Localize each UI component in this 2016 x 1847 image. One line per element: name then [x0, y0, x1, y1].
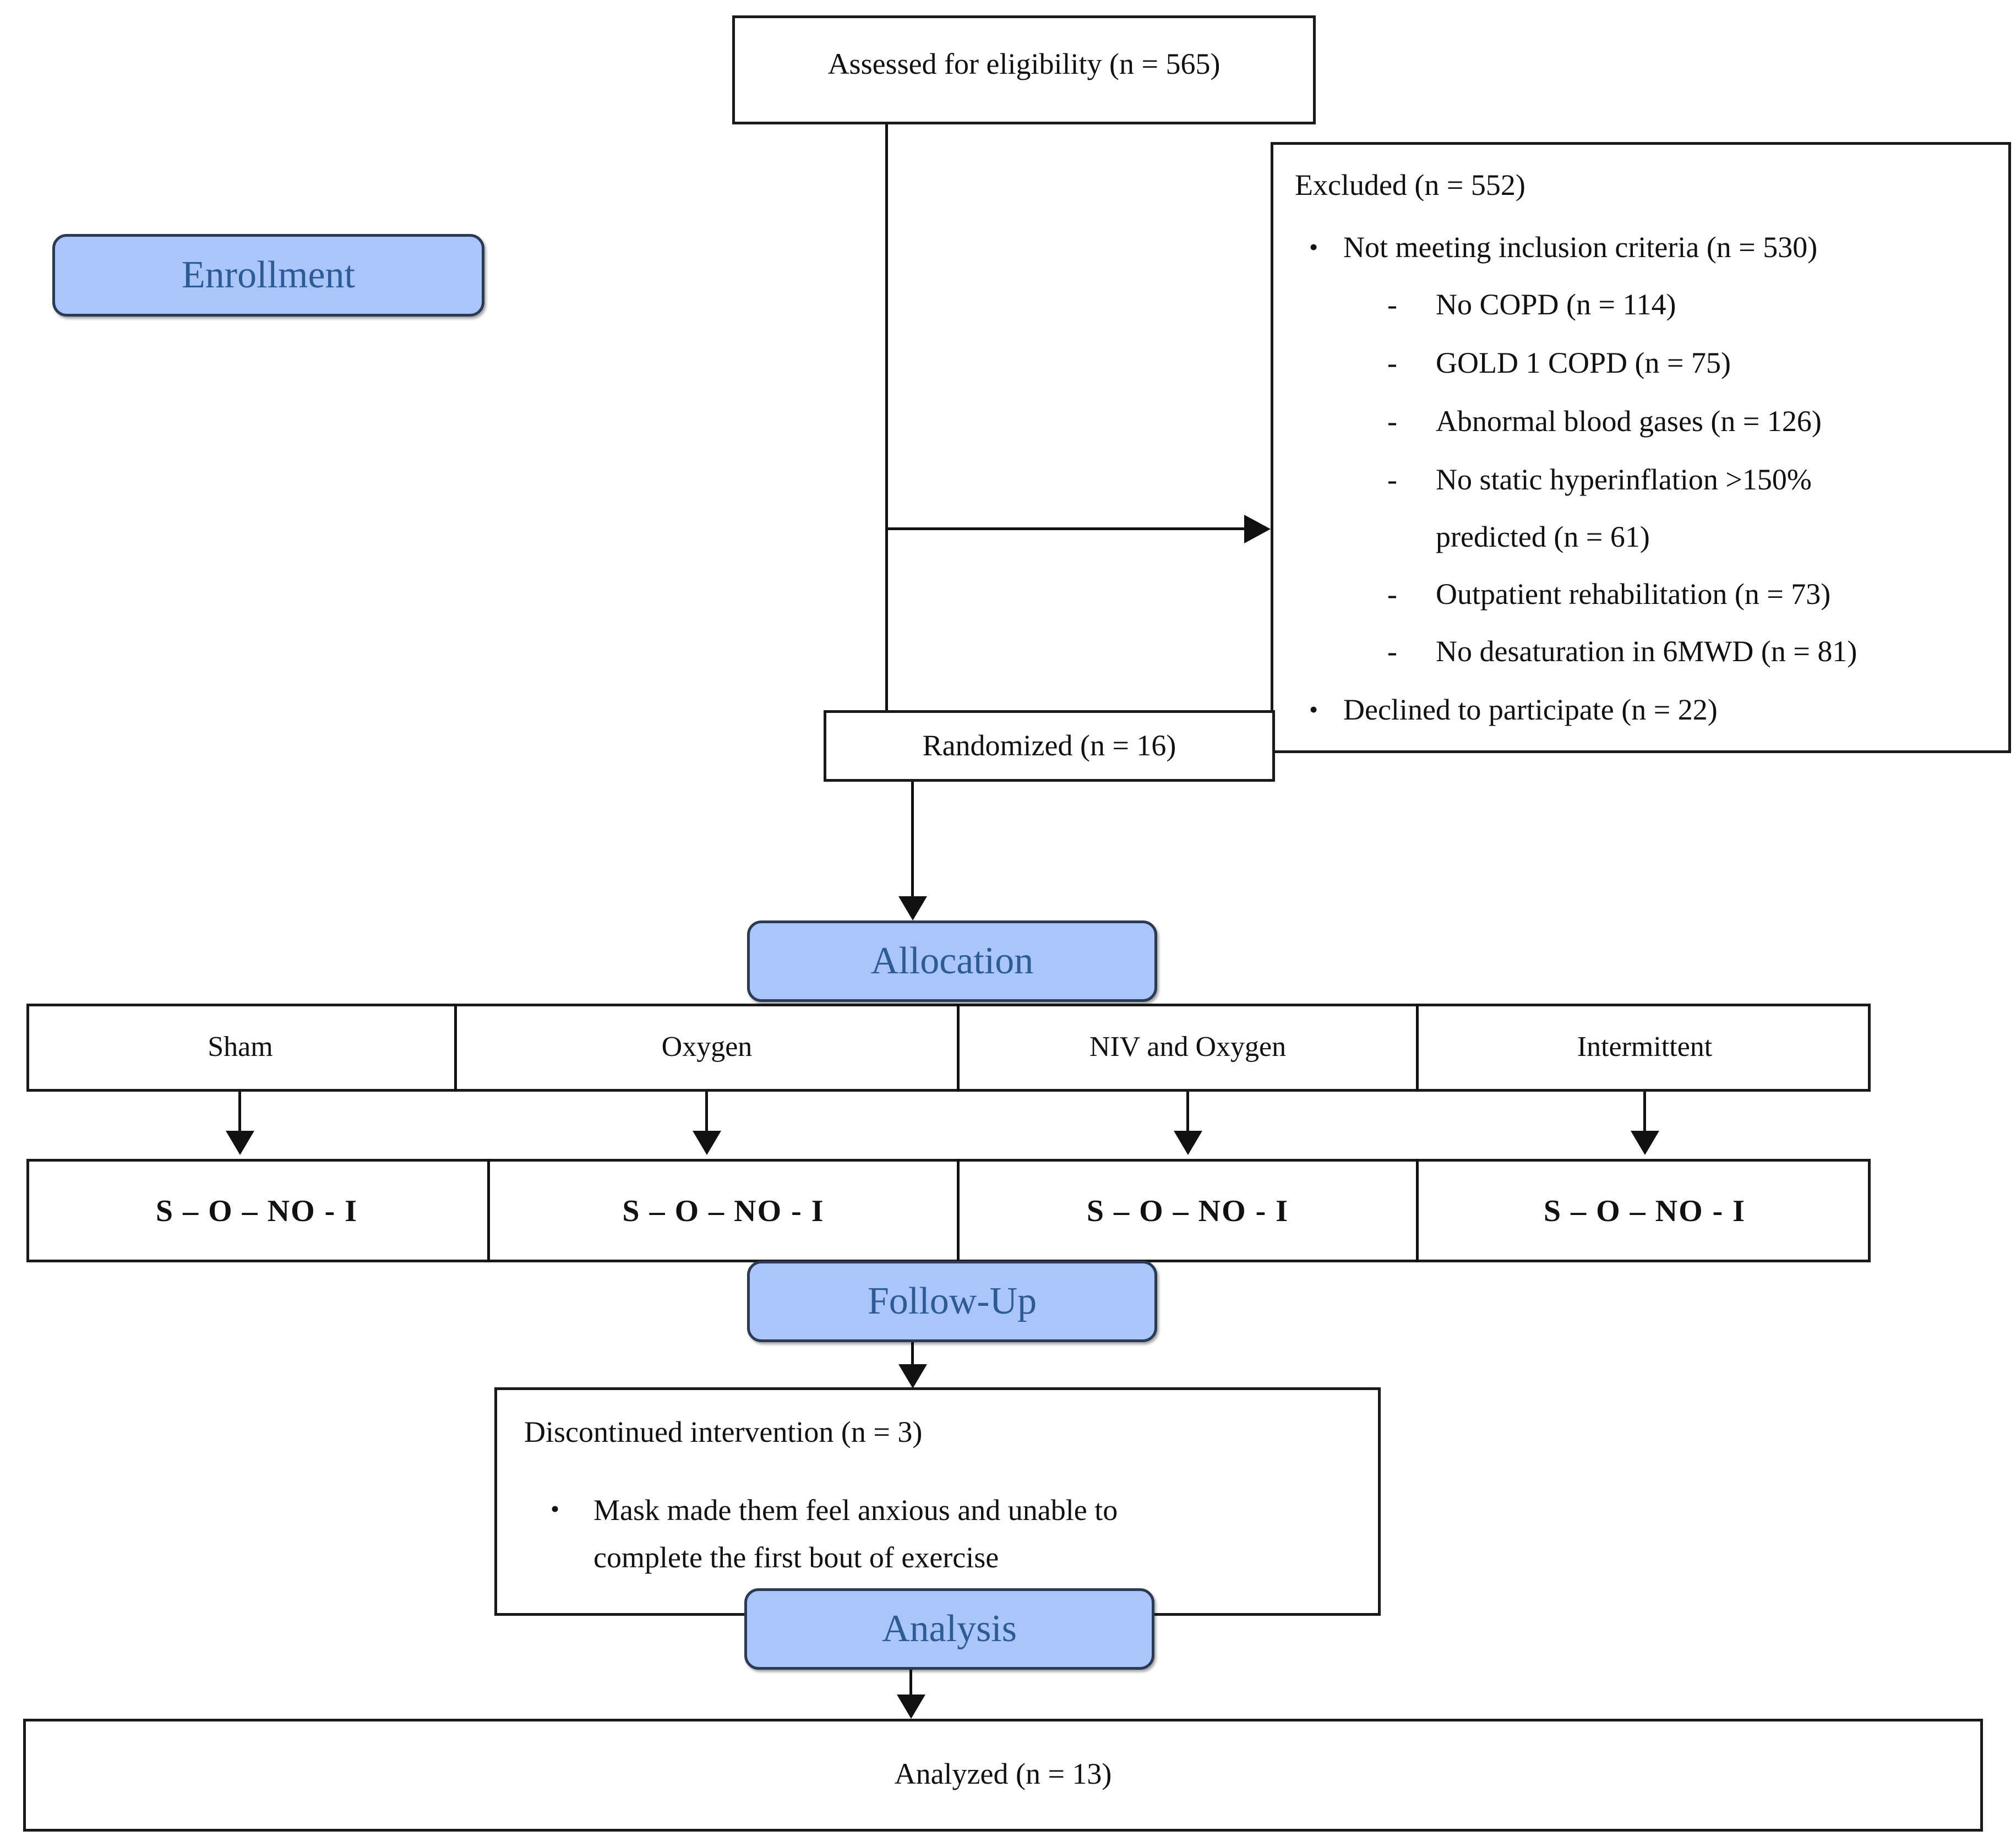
stage-badge-analysis-label: Analysis: [882, 1608, 1017, 1650]
arm-label-sham: S – O – NO - I: [155, 1194, 358, 1228]
stage-badge-followup: Follow-Up: [747, 1261, 1157, 1342]
dash-icon: -: [1387, 405, 1397, 438]
excluded-subitem-2: - Abnormal blood gases (n = 126): [1387, 404, 1822, 438]
dash-icon: -: [1387, 577, 1397, 611]
excluded-subitem-0-label: No COPD (n = 114): [1436, 288, 1676, 321]
analyzed-box: [23, 1719, 1983, 1832]
arm-label-intermittent: S – O – NO - I: [1543, 1194, 1746, 1228]
excluded-subitem-3: - No static hyperinflation >150%: [1387, 462, 1812, 497]
arm-row-divider-1: [487, 1159, 490, 1262]
excluded-subitem-0: - No COPD (n = 114): [1387, 287, 1676, 322]
excluded-subitem-1-label: GOLD 1 COPD (n = 75): [1436, 346, 1731, 379]
excluded-subitem-4-label: predicted (n = 61): [1436, 520, 1650, 553]
stage-badge-enrollment-label: Enrollment: [182, 254, 355, 296]
excluded-item-0-label: Not meeting inclusion criteria (n = 530): [1343, 231, 1818, 264]
bullet-icon: •: [551, 1495, 560, 1523]
dash-icon: -: [1387, 288, 1397, 321]
group-label-oxygen: Oxygen: [661, 1031, 753, 1063]
discontinued-line-1: complete the first bout of exercise: [593, 1541, 999, 1574]
arrow-analysis-icon: [897, 1695, 925, 1719]
discontinued-line-0: Mask made them feel anxious and unable t…: [593, 1494, 1118, 1527]
stage-badge-followup-label: Follow-Up: [867, 1280, 1037, 1322]
excluded-item-0: • Not meeting inclusion criteria (n = 53…: [1309, 230, 1818, 264]
arm-row-divider-2: [957, 1159, 960, 1262]
excluded-subitem-2-label: Abnormal blood gases (n = 126): [1436, 405, 1822, 438]
arm-row: [26, 1159, 1871, 1262]
arm-label-oxygen: S – O – NO - I: [622, 1194, 825, 1228]
stage-badge-enrollment: Enrollment: [52, 234, 484, 317]
excluded-item-1-label: Declined to participate (n = 22): [1343, 693, 1718, 726]
excluded-subitem-5: - Outpatient rehabilitation (n = 73): [1387, 577, 1831, 611]
connector-sham-to-arm: [238, 1092, 241, 1135]
stage-badge-allocation-label: Allocation: [870, 940, 1034, 982]
excluded-title: Excluded (n = 552): [1295, 168, 1525, 201]
excluded-subitem-3-label: No static hyperinflation >150%: [1436, 463, 1812, 496]
connector-randomized-to-allocation: [911, 782, 914, 900]
excluded-subitem-4: predicted (n = 61): [1436, 520, 1650, 554]
assessed-for-eligibility-label: Assessed for eligibility (n = 565): [827, 47, 1221, 80]
connector-analysis-to-analyzed: [909, 1670, 912, 1700]
excluded-subitem-1: - GOLD 1 COPD (n = 75): [1387, 346, 1731, 380]
discontinued-box: [494, 1387, 1381, 1616]
excluded-subitem-6: - No desaturation in 6MWD (n = 81): [1387, 634, 1857, 668]
excluded-box: [1271, 142, 2011, 753]
allocation-group-row: [26, 1004, 1871, 1092]
arrow-intermittent-icon: [1631, 1131, 1659, 1155]
group-row-divider-3: [1416, 1004, 1419, 1092]
group-row-divider-2: [957, 1004, 960, 1092]
bullet-icon: •: [1309, 695, 1318, 723]
discontinued-bullet-item: • Mask made them feel anxious and unable…: [551, 1493, 1342, 1574]
analyzed-label: Analyzed (n = 13): [894, 1757, 1112, 1790]
arrow-randomized-to-allocation-icon: [898, 896, 927, 920]
arrow-sham-icon: [226, 1131, 254, 1155]
connector-followup-to-discontinued: [911, 1342, 914, 1369]
dash-icon: -: [1387, 346, 1397, 379]
stage-badge-analysis: Analysis: [744, 1588, 1154, 1670]
discontinued-heading: Discontinued intervention (n = 3): [524, 1415, 923, 1448]
group-row-divider-1: [454, 1004, 457, 1092]
group-label-intermittent: Intermittent: [1577, 1031, 1713, 1063]
connector-niv-to-arm: [1186, 1092, 1189, 1135]
dash-icon: -: [1387, 463, 1397, 496]
arrow-oxygen-icon: [693, 1131, 721, 1155]
connector-assessed-to-excluded: [885, 527, 1246, 530]
randomized-label: Randomized (n = 16): [922, 729, 1176, 762]
group-label-niv-and-oxygen: NIV and Oxygen: [1089, 1031, 1287, 1063]
arrow-niv-icon: [1174, 1131, 1202, 1155]
excluded-item-1: • Declined to participate (n = 22): [1309, 693, 1718, 727]
arm-label-niv-and-oxygen: S – O – NO - I: [1086, 1194, 1289, 1228]
excluded-subitem-6-label: No desaturation in 6MWD (n = 81): [1436, 635, 1857, 668]
stage-badge-allocation: Allocation: [747, 920, 1157, 1002]
connector-intermittent-to-arm: [1643, 1092, 1646, 1135]
excluded-subitem-5-label: Outpatient rehabilitation (n = 73): [1436, 577, 1831, 611]
arrow-to-excluded-icon: [1244, 515, 1271, 543]
connector-oxygen-to-arm: [705, 1092, 708, 1135]
arm-row-divider-3: [1416, 1159, 1419, 1262]
bullet-icon: •: [1309, 233, 1318, 261]
connector-assessed-to-randomized: [885, 124, 888, 724]
group-label-sham: Sham: [208, 1031, 273, 1063]
assessed-for-eligibility-box: [732, 15, 1316, 124]
dash-icon: -: [1387, 635, 1397, 668]
arrow-followup-icon: [898, 1364, 927, 1388]
randomized-box: [824, 710, 1275, 782]
